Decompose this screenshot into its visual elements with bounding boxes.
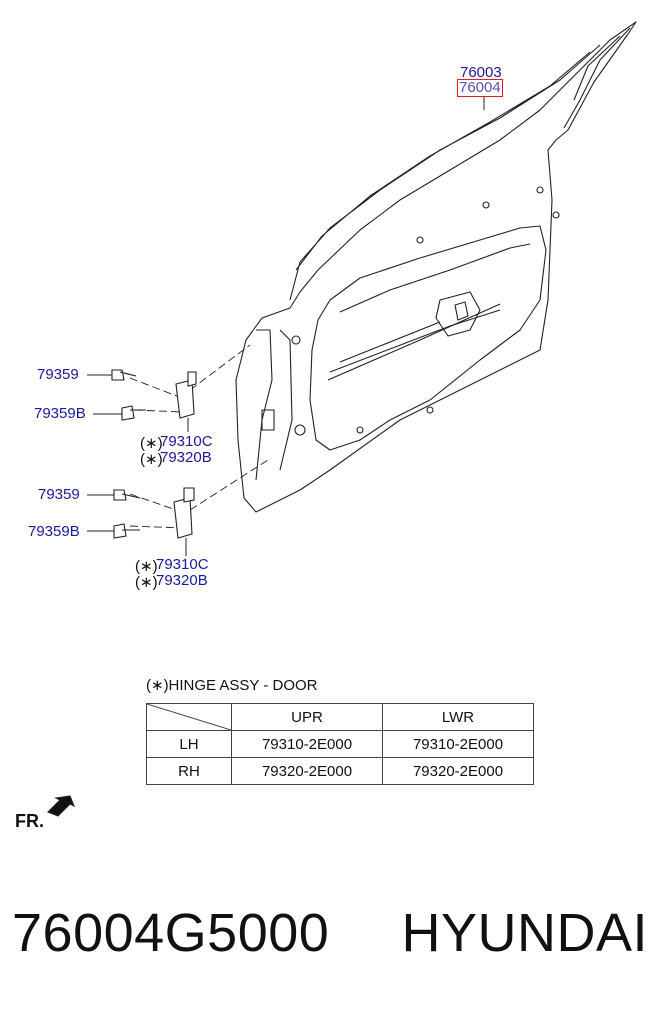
row-upr: 79310-2E000 [231, 730, 383, 758]
table-header-row: UPR LWR [146, 703, 534, 731]
row-side: LH [146, 730, 232, 758]
callout-upper-bolt[interactable]: 79359 [37, 366, 79, 383]
table-row: LH 79310-2E000 79310-2E000 [146, 730, 534, 758]
callout-upper-hinge-b[interactable]: 79320B [160, 449, 212, 466]
callout-lower-bolt-b[interactable]: 79359B [28, 523, 80, 540]
callout-lower-hinge-b[interactable]: 79320B [156, 572, 208, 589]
footer-caption: 76004G5000 HYUNDAI [12, 902, 648, 964]
lower-bolt-b [113, 523, 140, 539]
callout-lower-bolt[interactable]: 79359 [38, 486, 80, 503]
row-lwr: 79320-2E000 [382, 757, 534, 785]
row-side: RH [146, 757, 232, 785]
upper-hinge [175, 379, 195, 419]
inner-opening [309, 225, 547, 451]
row-lwr: 79310-2E000 [382, 730, 534, 758]
window-channel [289, 27, 631, 301]
upper-bolt [111, 369, 137, 381]
header-lwr: LWR [382, 703, 534, 731]
upper-bolt-b [121, 405, 146, 421]
orientation-label: FR. [15, 811, 44, 831]
row-upr: 79320-2E000 [231, 757, 383, 785]
star-marker: (∗) [140, 435, 163, 452]
guide-line-lower [189, 459, 269, 511]
callout-76004[interactable]: 76004 [457, 79, 503, 97]
hinge-table: UPR LWR LH 79310-2E000 79310-2E000 RH 79… [146, 703, 534, 785]
callout-upper-hinge-c[interactable]: 79310C [160, 433, 213, 450]
table-row: RH 79320-2E000 79320-2E000 [146, 757, 534, 785]
callout-76003[interactable]: 76003 [460, 64, 502, 81]
part-number: 76004G5000 [12, 903, 330, 963]
front-arrow-icon [47, 795, 76, 817]
star-marker: (∗) [140, 451, 163, 468]
regulator [329, 291, 501, 373]
star-marker: (∗) [135, 574, 158, 591]
brand-name: HYUNDAI [401, 903, 648, 963]
guide-line-upper [189, 344, 251, 391]
lower-bolt [113, 489, 141, 501]
star-marker: (∗) [135, 558, 158, 575]
door-panel-diagram [47, 21, 637, 817]
hinge-table-title: (∗)HINGE ASSY - DOOR [146, 677, 318, 694]
header-upr: UPR [231, 703, 383, 731]
table-corner-cell [146, 703, 232, 731]
lower-hinge [173, 497, 193, 539]
callout-upper-bolt-b[interactable]: 79359B [34, 405, 86, 422]
callout-lower-hinge-c[interactable]: 79310C [156, 556, 209, 573]
door-frame-outline [235, 21, 637, 513]
